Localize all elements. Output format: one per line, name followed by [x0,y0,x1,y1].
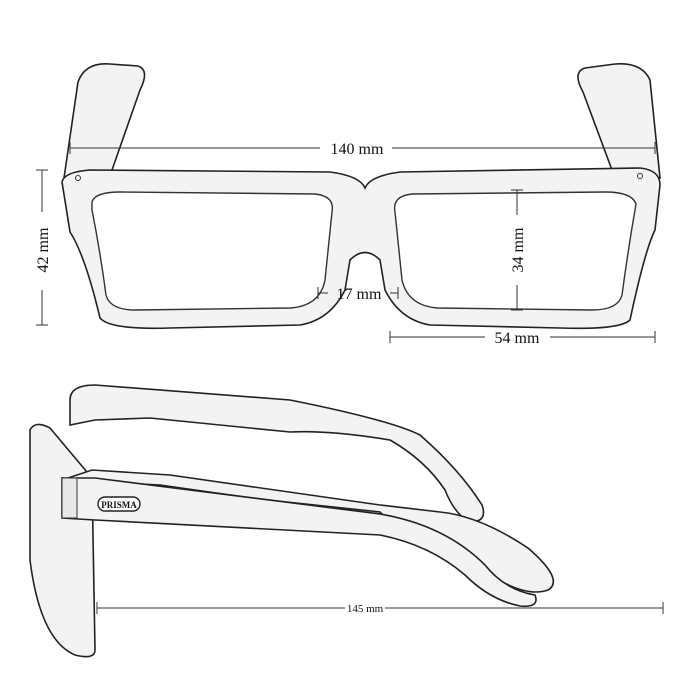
dimension-lens-width: 54 mm [389,330,656,347]
bridge-width-label: 17 mm [337,286,382,303]
hinge-block [61,477,78,519]
dimension-lens-height: 34 mm [510,189,527,311]
front-view [61,63,661,330]
frame-width-label: 140 mm [331,141,384,158]
right-lens [393,191,637,311]
far-temple [69,384,485,523]
right-hinge-rivet [637,173,643,179]
temple-length-label: 145 mm [347,603,384,615]
frame-height-label: 42 mm [35,227,52,272]
logo-text: PRISMA [101,500,137,510]
lens-height-label: 34 mm [510,227,527,272]
dimension-frame-width: 140 mm [69,141,656,158]
temple-arm [61,477,537,608]
dimension-frame-height: 42 mm [35,169,52,326]
left-hinge-rivet [75,175,81,181]
side-view: PRISMA [29,384,554,658]
left-temple-back [63,63,146,179]
dimension-temple-length: 145 mm [96,602,664,615]
prisma-logo: PRISMA [97,496,141,512]
front-rim-side [29,423,96,658]
dimension-bridge: 17 mm [317,286,399,303]
lens-width-label: 54 mm [495,330,540,347]
left-lens [91,191,334,311]
right-temple-back [577,63,661,179]
